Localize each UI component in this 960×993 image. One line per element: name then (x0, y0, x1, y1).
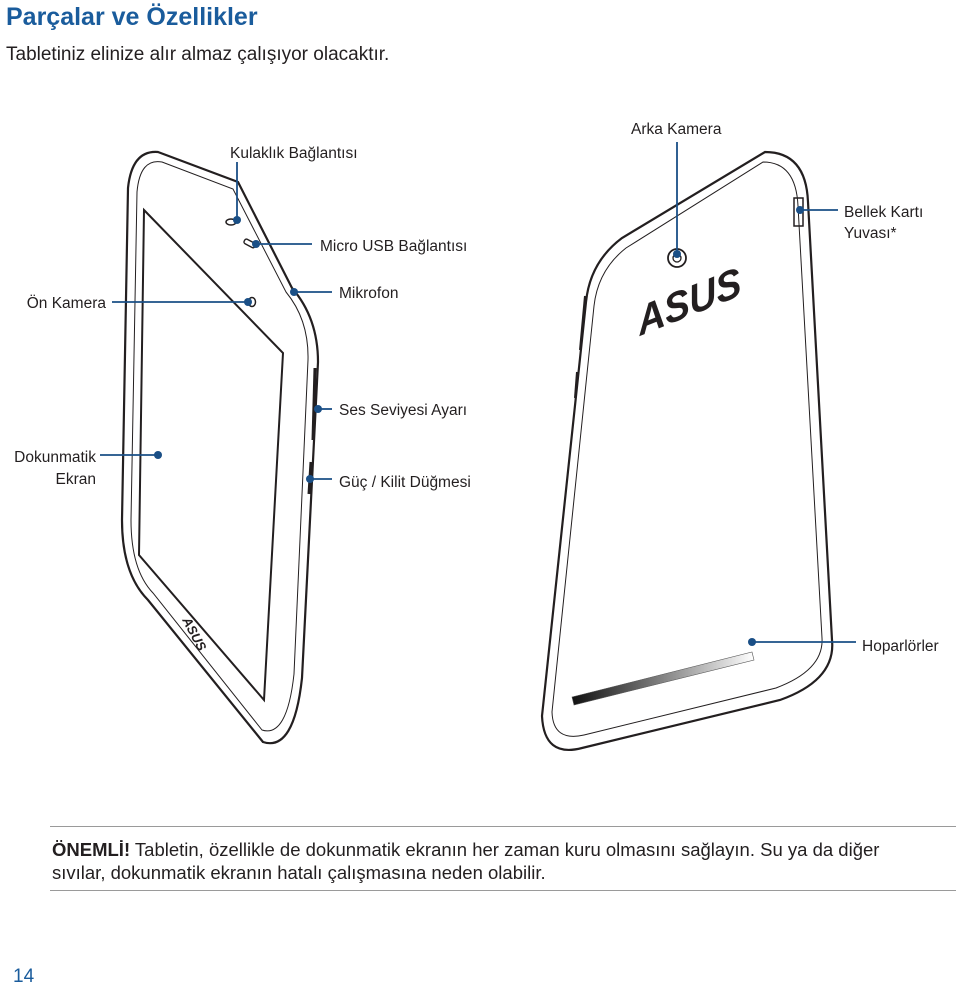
label-rear-camera: Arka Kamera (631, 121, 722, 138)
note-top-rule (50, 826, 956, 827)
tablet-back: ASUS (540, 150, 834, 751)
back-body-inner (551, 161, 823, 737)
label-front-camera: Ön Kamera (27, 294, 107, 312)
important-note: ÖNEMLİ! Tabletin, özellikle de dokunmati… (52, 838, 932, 884)
label-power: Güç / Kilit Düğmesi (339, 474, 471, 491)
speaker-grille (571, 651, 755, 706)
callout-dot-touch-screen (154, 451, 162, 459)
front-body-inner (130, 161, 309, 732)
callout-dot-card-slot (796, 206, 804, 214)
back-power-edge (574, 371, 578, 399)
callout-dot-rear-camera (673, 250, 681, 258)
back-volume-edge (579, 295, 586, 351)
tablet-front: ASUS (120, 150, 320, 745)
callout-labels: Kulaklık Bağlantısı Micro USB Bağlantısı… (14, 121, 939, 655)
note-prefix: ÖNEMLİ! (52, 839, 131, 860)
label-card-slot-line2: Yuvası* (844, 225, 897, 242)
callout-dot-micro-usb (252, 240, 260, 248)
label-card-slot-line1: Bellek Kartı (844, 204, 923, 221)
front-screen (137, 207, 285, 703)
callout-dot-headphone (233, 216, 241, 224)
page-subtitle: Tabletiniz elinize alır almaz çalışıyor … (6, 44, 390, 65)
callout-dot-power (306, 475, 314, 483)
label-touch-screen-line1: Dokunmatik (14, 449, 96, 466)
callout-lines (100, 142, 856, 646)
label-touch-screen-line2: Ekran (56, 471, 97, 488)
label-micro-usb: Micro USB Bağlantısı (320, 238, 467, 255)
label-microphone: Mikrofon (339, 285, 398, 302)
page-number: 14 (13, 966, 35, 987)
label-volume: Ses Seviyesi Ayarı (339, 402, 467, 419)
note-text: Tabletin, özellikle de dokunmatik ekranı… (52, 839, 880, 883)
callout-dot-volume (314, 405, 322, 413)
callout-dot-microphone (290, 288, 298, 296)
page-title: Parçalar ve Özellikler (6, 3, 258, 31)
callout-dot-speakers (748, 638, 756, 646)
front-body-outer (120, 150, 320, 745)
note-bottom-rule (50, 890, 956, 891)
volume-rocker (311, 367, 317, 441)
callout-dot-front-camera (244, 298, 252, 306)
back-body-outer (540, 150, 834, 751)
label-speakers: Hoparlörler (862, 638, 939, 655)
label-headphone: Kulaklık Bağlantısı (230, 145, 358, 162)
